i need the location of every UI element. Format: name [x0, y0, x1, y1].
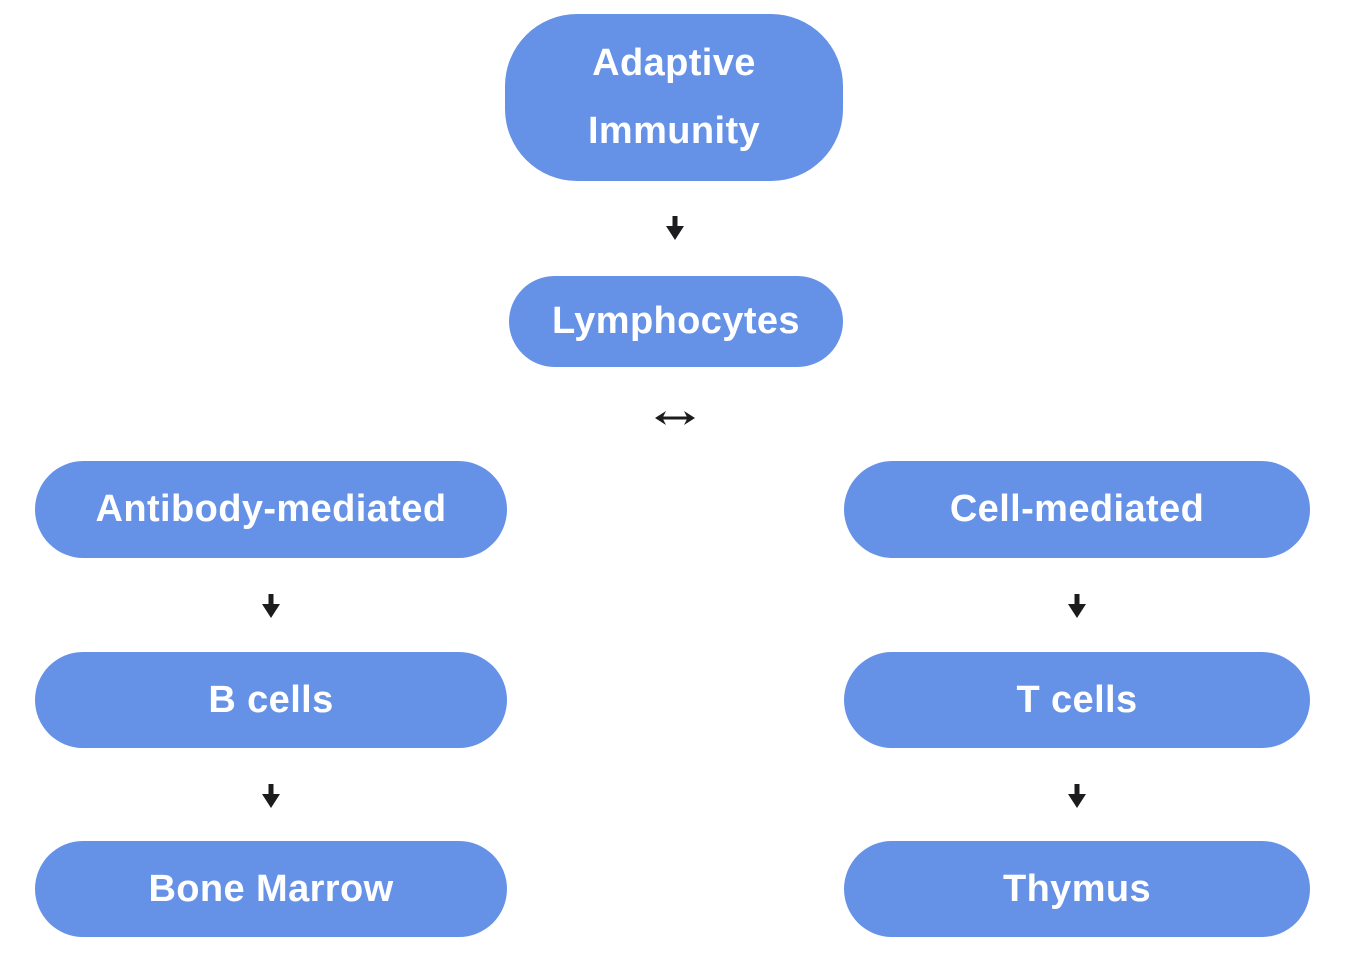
node-cell-mediated: Cell-mediated — [844, 461, 1310, 558]
node-label: T cells — [1016, 678, 1138, 721]
left-right-arrow-icon — [655, 411, 695, 425]
down-arrow-icon — [1068, 784, 1086, 808]
node-label: B cells — [208, 678, 334, 721]
node-thymus: Thymus — [844, 841, 1310, 937]
node-label: Cell-mediated — [949, 488, 1205, 530]
node-adaptive-immunity: Adaptive Immunity — [505, 14, 843, 181]
node-lymphocytes: Lymphocytes — [509, 276, 843, 367]
node-antibody-mediated: Antibody-mediated — [35, 461, 507, 558]
node-label: Bone Marrow — [148, 867, 394, 910]
down-arrow-icon — [262, 594, 280, 618]
node-label-line: Adaptive — [592, 41, 756, 84]
node-label-line: Immunity — [587, 109, 761, 152]
node-label: Lymphocytes — [552, 300, 800, 342]
node-t-cells: T cells — [844, 652, 1310, 748]
node-label: Antibody-mediated — [95, 488, 447, 530]
down-arrow-icon — [1068, 594, 1086, 618]
node-label: Thymus — [1002, 867, 1152, 910]
down-arrow-icon — [262, 784, 280, 808]
node-b-cells: B cells — [35, 652, 507, 748]
node-bone-marrow: Bone Marrow — [35, 841, 507, 937]
down-arrow-icon — [666, 216, 684, 240]
